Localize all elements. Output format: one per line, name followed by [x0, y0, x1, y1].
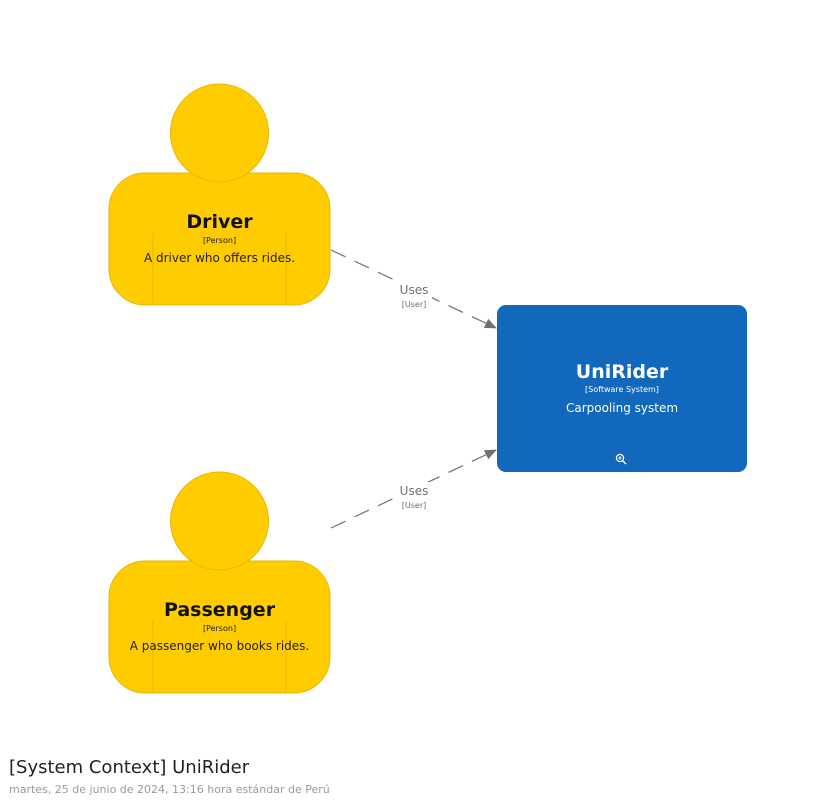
relationship-technology: [User]: [402, 300, 426, 309]
person-passenger[interactable]: Passenger [Person] A passenger who books…: [108, 471, 331, 694]
relationship-passenger-unirider[interactable]: Uses [User]: [330, 449, 497, 529]
person-name: Driver: [186, 211, 253, 233]
relationship-label: Uses: [400, 283, 429, 297]
person-type: [Person]: [203, 624, 236, 633]
relationship-driver-unirider[interactable]: Uses [User]: [330, 249, 497, 329]
system-name: UniRider: [576, 361, 669, 383]
system-type: [Software System]: [585, 385, 659, 394]
person-head: [170, 471, 269, 571]
diagram-title: [System Context] UniRider: [9, 757, 250, 778]
software-system-unirider[interactable]: UniRider [Software System] Carpooling sy…: [497, 305, 747, 472]
person-driver[interactable]: Driver [Person] A driver who offers ride…: [108, 83, 331, 306]
relationship-label: Uses: [400, 484, 429, 498]
person-description: A driver who offers rides.: [144, 251, 295, 265]
system-description: Carpooling system: [566, 401, 678, 415]
zoom-in-icon[interactable]: [615, 453, 627, 465]
person-description: A passenger who books rides.: [130, 639, 309, 653]
person-name: Passenger: [164, 599, 276, 621]
person-type: [Person]: [203, 236, 236, 245]
relationship-technology: [User]: [402, 501, 426, 510]
diagram-subtitle: martes, 25 de junio de 2024, 13:16 hora …: [9, 783, 330, 796]
system-context-diagram: Uses [User] Uses [User] Driver [Person] …: [108, 83, 747, 694]
system-box: [497, 305, 747, 472]
person-head: [170, 83, 269, 183]
